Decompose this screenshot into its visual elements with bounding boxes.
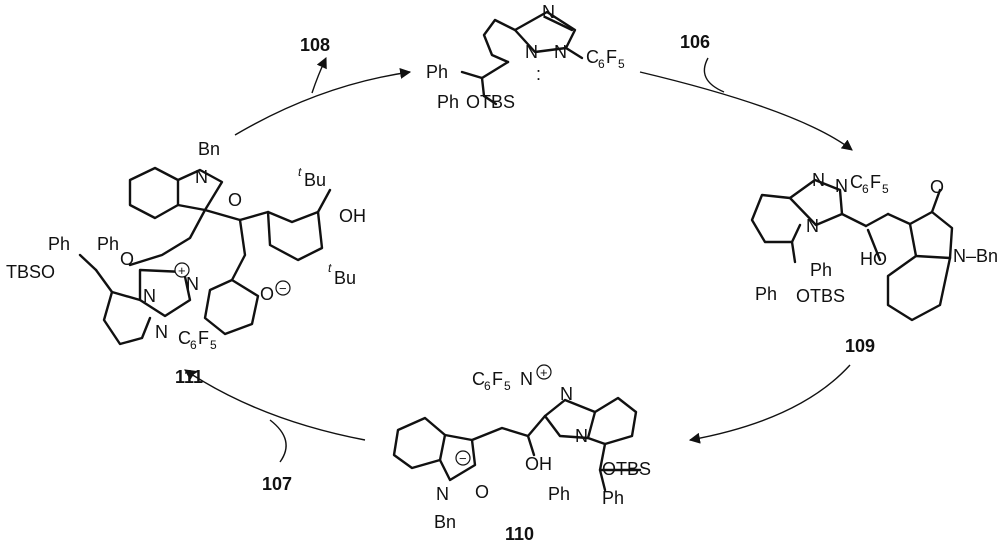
reagent-108-label: 108 <box>300 35 330 55</box>
atom-N: N <box>143 286 156 306</box>
tbu-label: Bu <box>304 170 326 190</box>
positive-charge-icon <box>174 262 190 278</box>
phenyl-label: Ph <box>48 234 70 254</box>
negative-charge-icon <box>275 280 291 296</box>
atom-O: O <box>475 482 489 502</box>
phenyl-label: Ph <box>426 62 448 82</box>
arrow-109-to-110 <box>688 364 851 444</box>
compound-110-label: 110 <box>505 524 534 544</box>
tbu-label: Bu <box>334 268 356 288</box>
phenyl-label: Ph <box>602 488 624 508</box>
compound-111-label: 111 <box>175 367 203 387</box>
minus-charge: − <box>279 281 287 296</box>
structure-compound-109: N N N C 6 F 5 HO O N–Bn Ph Ph OTBS <box>750 170 998 322</box>
atom-N: N <box>542 2 555 22</box>
atom-C: C <box>178 328 191 348</box>
arrow-108-release <box>311 57 327 94</box>
atom-N: N <box>835 176 848 196</box>
benzyl-label: Bn <box>198 139 220 159</box>
otbs-label: OTBS <box>466 92 515 112</box>
subscript-5: 5 <box>210 338 217 352</box>
atom-N: N <box>575 426 588 446</box>
n-benzyl-label: N–Bn <box>953 246 998 266</box>
subscript-6: 6 <box>190 338 197 352</box>
phenyl-label: Ph <box>97 234 119 254</box>
arrow-carbene-to-109 <box>639 71 853 151</box>
atom-N: N <box>520 369 533 389</box>
otbs-label: OTBS <box>602 459 651 479</box>
atom-F: F <box>606 47 617 67</box>
negative-charge-icon <box>455 450 471 466</box>
hydroxyl-label: OH <box>339 206 366 226</box>
atom-O: O <box>228 190 242 210</box>
reagent-107-label: 107 <box>262 474 292 494</box>
plus-charge: + <box>178 263 186 278</box>
reagent-106-label: 106 <box>680 32 710 52</box>
subscript-6: 6 <box>484 379 491 393</box>
phenyl-label: Ph <box>810 260 832 280</box>
atom-N: N <box>525 42 538 62</box>
tbso-label: TBSO <box>6 262 55 282</box>
tbu-t: t <box>298 165 302 179</box>
hydroxyl-label: OH <box>525 454 552 474</box>
atom-N: N <box>560 384 573 404</box>
subscript-5: 5 <box>882 182 889 196</box>
atom-N: N <box>554 42 567 62</box>
cycle-arrows <box>184 57 853 463</box>
positive-charge-icon <box>536 364 552 380</box>
atom-O: O <box>120 249 134 269</box>
subscript-6: 6 <box>598 57 605 71</box>
atom-O: O <box>930 177 944 197</box>
atom-N: N <box>436 484 449 504</box>
phenyl-label: Ph <box>437 92 459 112</box>
arrow-106-addition <box>703 57 725 93</box>
atom-N: N <box>155 322 168 342</box>
structure-nhc-carbene: N N N : C 6 F 5 Ph Ph OTBS <box>426 2 625 112</box>
arrow-107-addition <box>269 419 287 463</box>
atom-N: N <box>195 167 208 187</box>
atom-N: N <box>806 216 819 236</box>
arrow-111-to-carbene <box>234 67 412 136</box>
hydroxyl-label: HO <box>860 249 887 269</box>
structure-compound-110: C 6 F 5 N + N N − OH O N Bn OTBS Ph Ph <box>392 364 651 532</box>
atom-C: C <box>850 172 863 192</box>
phenyl-label: Ph <box>548 484 570 504</box>
compound-109-label: 109 <box>845 336 875 356</box>
atom-C: C <box>586 47 599 67</box>
plus-charge: + <box>540 365 548 380</box>
atom-F: F <box>198 328 209 348</box>
atom-N: N <box>812 170 825 190</box>
minus-charge: − <box>459 451 467 466</box>
tbu-t: t <box>328 261 332 275</box>
benzyl-label: Bn <box>434 512 456 532</box>
otbs-label: OTBS <box>796 286 845 306</box>
atom-N: N <box>186 274 199 294</box>
subscript-6: 6 <box>862 182 869 196</box>
atom-F: F <box>870 172 881 192</box>
atom-O: O <box>260 284 274 304</box>
subscript-5: 5 <box>504 379 511 393</box>
phenyl-label: Ph <box>755 284 777 304</box>
structure-compound-111: Bn N O t Bu OH t Bu O − O Ph Ph TBSO N N… <box>6 139 366 352</box>
atom-F: F <box>492 369 503 389</box>
atom-C: C <box>472 369 485 389</box>
carbene-dot: : <box>536 64 541 84</box>
arrow-110-to-111 <box>184 369 366 441</box>
subscript-5: 5 <box>618 57 625 71</box>
